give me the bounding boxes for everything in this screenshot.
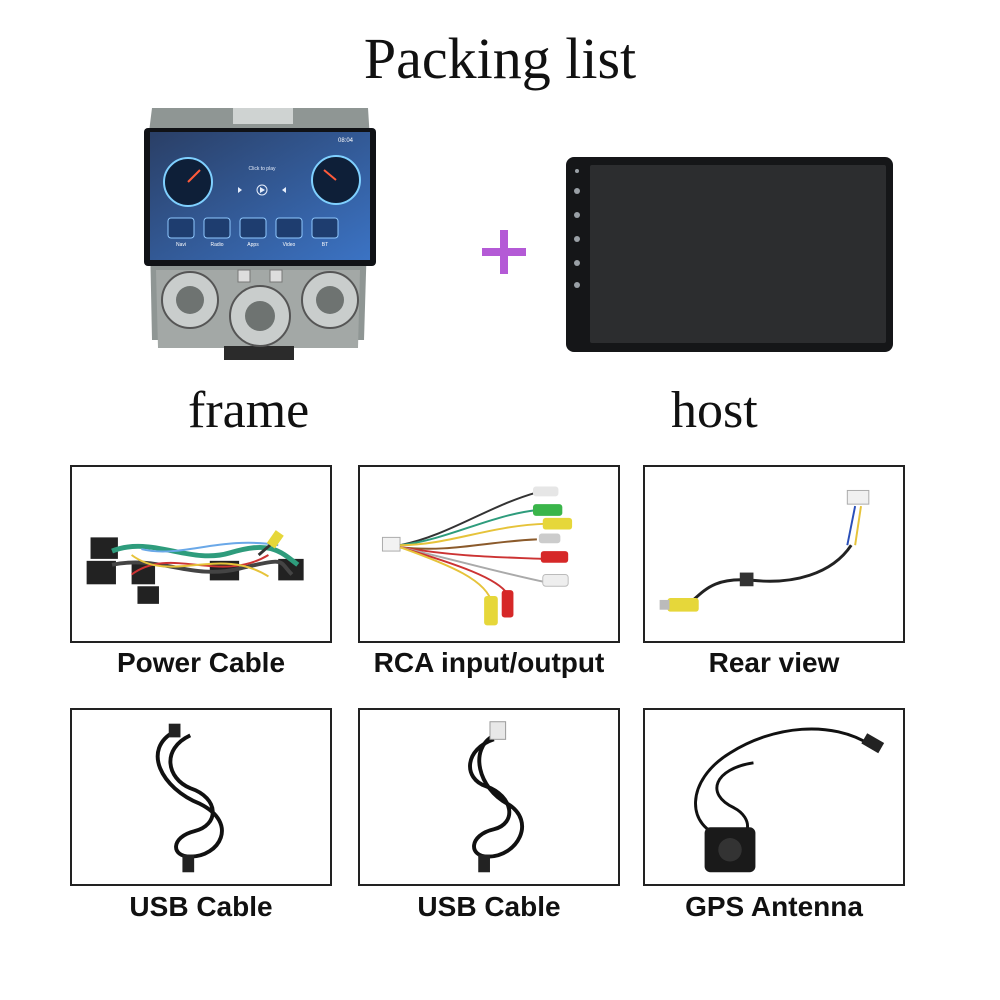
usb-cable-box-2 (358, 708, 620, 886)
rca-caption: RCA input/output (373, 647, 605, 678)
frame-product-image: 08:04 Click to play Navi Radio Apps Vide… (144, 108, 376, 360)
usb-cable-icon (468, 721, 525, 873)
climate-knob-left (161, 271, 219, 329)
plus-icon (482, 230, 526, 274)
frame-top-vent (233, 108, 293, 124)
climate-knob-right (301, 271, 359, 329)
frame-label: frame (188, 382, 310, 439)
app-label-navi: Navi (176, 242, 186, 248)
screen-clock: 08:04 (338, 138, 354, 144)
rear-view-cable-icon (659, 489, 870, 612)
host-label: host (671, 382, 758, 439)
app-label-radio: Radio (210, 242, 223, 248)
usb-cable-box-1 (70, 708, 332, 886)
gps-antenna-icon (694, 727, 885, 873)
media-controls (238, 184, 286, 196)
climate-knob-center (229, 285, 291, 347)
rpm-gauge-icon (311, 155, 361, 205)
power-cable-box (70, 465, 332, 643)
usb-cable-caption-1: USB Cable (129, 891, 273, 922)
gps-antenna-box (643, 708, 905, 886)
power-harness-icon (86, 530, 304, 604)
host-screen (590, 165, 886, 343)
app-label-apps: Apps (247, 242, 259, 248)
host-side-buttons (574, 169, 580, 288)
app-label-bt: BT (322, 242, 328, 248)
rear-view-caption: Rear view (708, 647, 840, 678)
host-product-image (566, 157, 893, 352)
rca-cable-icon (381, 486, 573, 626)
usb-cable-caption-2: USB Cable (417, 891, 561, 922)
speed-gauge-icon (163, 157, 213, 207)
power-cable-caption: Power Cable (116, 647, 286, 678)
rear-view-box (643, 465, 905, 643)
app-label-video: Video (283, 242, 296, 248)
screen-app-tiles: Navi Radio Apps Video BT (167, 217, 339, 248)
rca-box (358, 465, 620, 643)
page-title: Packing list (363, 26, 637, 91)
screen-media-hint: Click to play (249, 166, 276, 172)
usb-cable-icon (155, 723, 224, 873)
gps-antenna-caption: GPS Antenna (685, 891, 863, 922)
